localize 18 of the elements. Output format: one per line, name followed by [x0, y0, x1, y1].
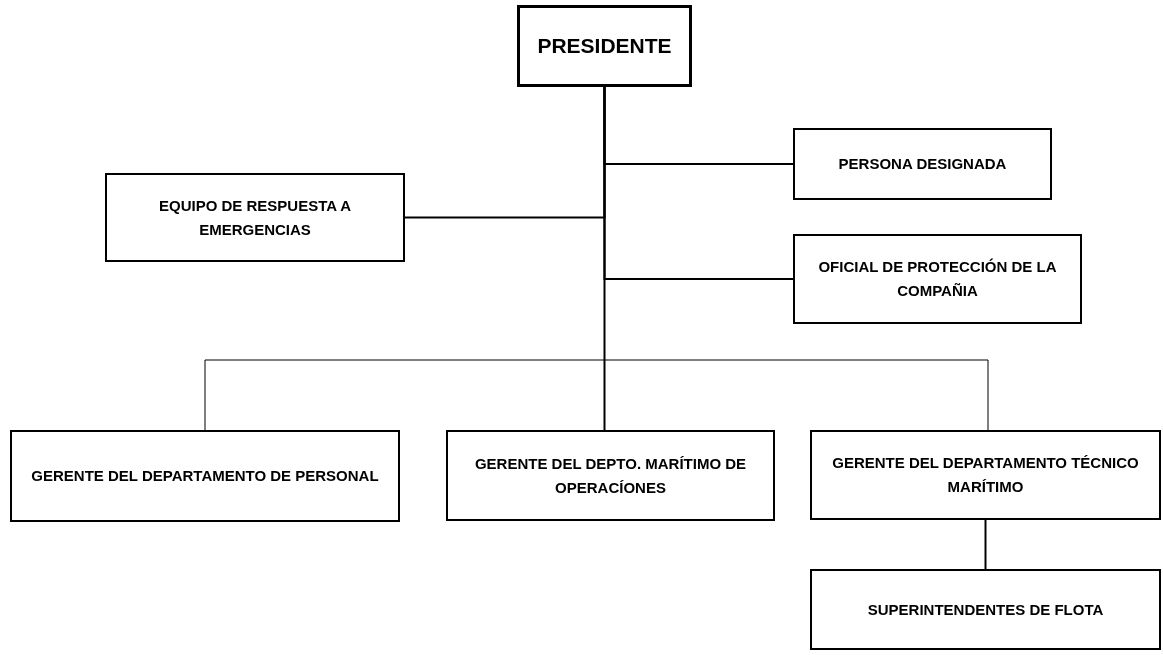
org-box	[446, 430, 775, 521]
org-box	[105, 173, 405, 262]
connector-line	[603, 86, 606, 431]
org-box	[793, 234, 1082, 324]
box-label: PRESIDENTE	[537, 33, 672, 60]
org-box	[810, 569, 1161, 650]
box-label: GERENTE DEL DEPARTAMENTO DE PERSONAL	[31, 466, 379, 486]
org-box	[10, 430, 400, 522]
box-label: GERENTE DEL DEPTO. MARÍTIMO DE OPERACÍONES	[473, 453, 748, 498]
connector-line	[984, 519, 987, 570]
org-box	[810, 430, 1161, 520]
box-label: PERSONA DESIGNADA	[838, 154, 1007, 174]
box-label: GERENTE DEL DEPARTAMENTO TÉCNICO MARÍTIMO	[831, 453, 1140, 497]
box-label: OFICIAL DE PROTECCIÓN DE LA COMPAÑIA	[817, 257, 1058, 301]
box-label: EQUIPO DE RESPUESTA A EMERGENCIAS	[158, 195, 352, 240]
org-box	[793, 128, 1052, 200]
org-box	[517, 5, 692, 87]
box-label: SUPERINTENDENTES DE FLOTA	[867, 599, 1104, 620]
